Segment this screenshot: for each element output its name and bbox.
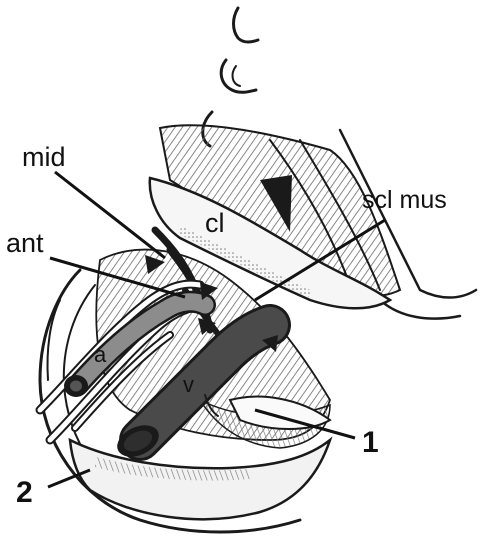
label-1: 1 [362, 426, 379, 459]
label-v: v [183, 372, 194, 397]
label-a: a [94, 342, 107, 367]
label-cl: cl [205, 208, 225, 238]
label-2: 2 [16, 476, 33, 509]
soft-tissue-flap [70, 440, 330, 519]
label-ant: ant [6, 228, 44, 258]
label-mid: mid [22, 142, 66, 172]
shoulder-lower-outline [380, 300, 460, 319]
label-scl-mus: scl mus [362, 186, 447, 214]
